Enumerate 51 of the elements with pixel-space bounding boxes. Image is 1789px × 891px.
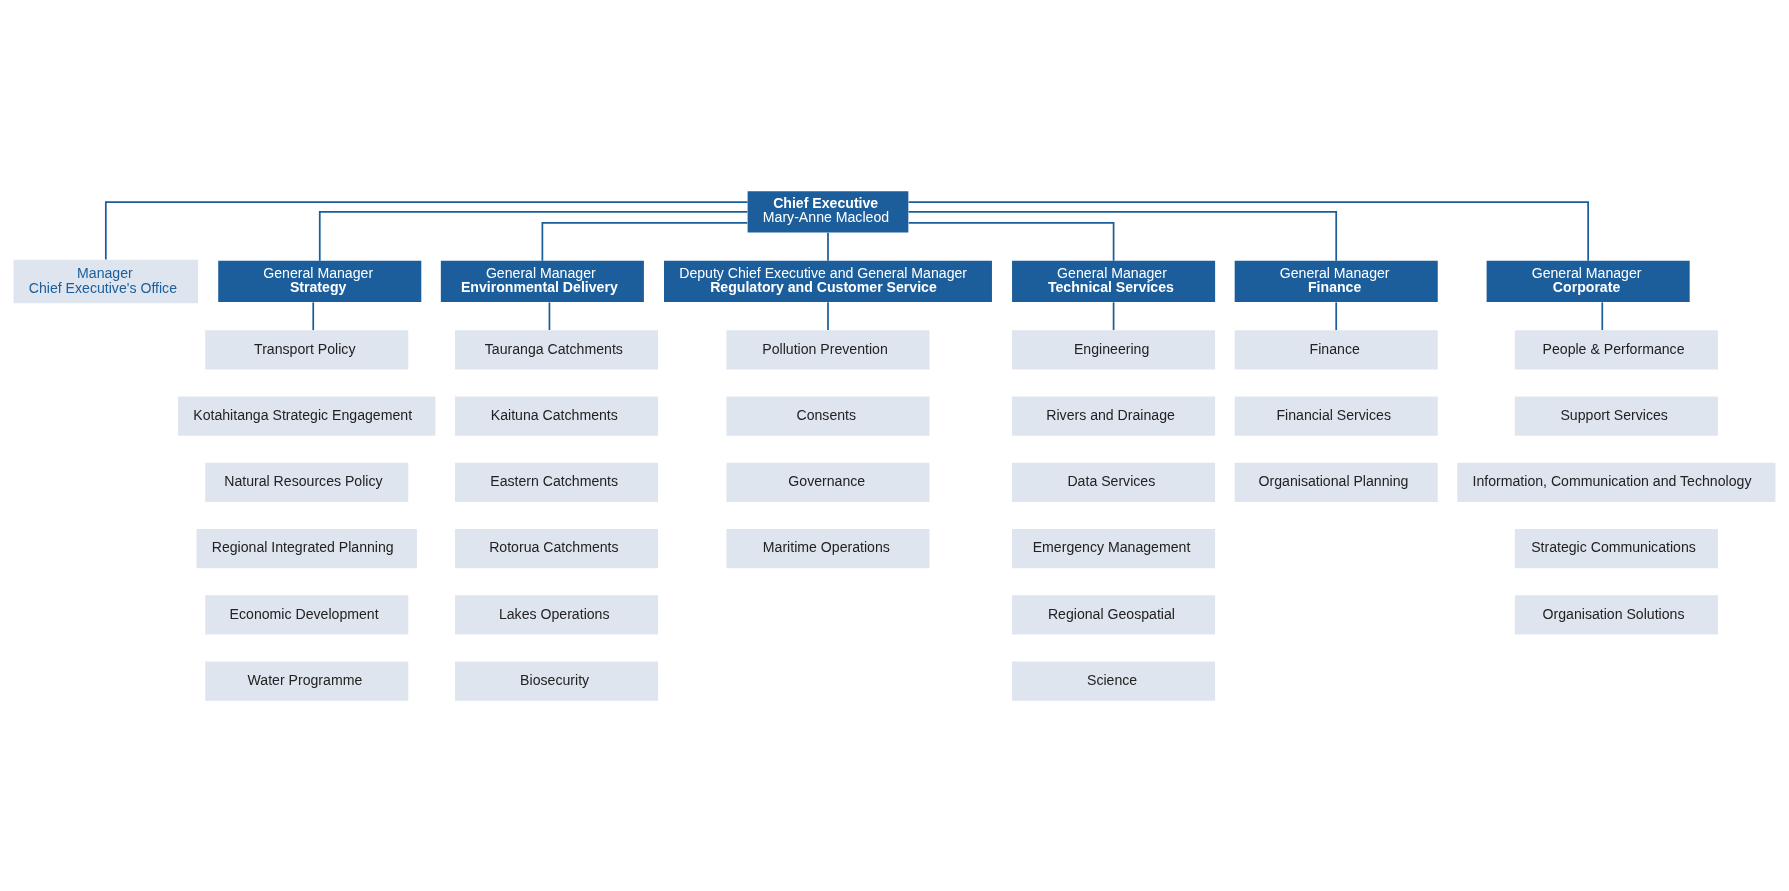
node-box: People & Performance [1514, 329, 1718, 369]
node-box: Organisation Solutions [1514, 594, 1718, 634]
node-box: General Manager Strategy [218, 260, 422, 302]
node-box: Chief Executive Mary-Anne Macleod [747, 190, 909, 233]
connector [1601, 301, 1604, 331]
node-box: Regional Geospatial [1012, 594, 1216, 634]
node-box: Governance [726, 462, 930, 502]
node-box: Financial Services [1234, 396, 1438, 436]
node-box: Regional Integrated Planning [196, 528, 417, 568]
connector [548, 301, 551, 331]
connector [827, 231, 829, 261]
node-box: Consents [726, 396, 930, 436]
connector [1335, 301, 1338, 331]
node-box: Deputy Chief Executive and General Manager Regulatory and Customer Service [664, 260, 992, 302]
node-box: Manager Chief Executive's Office [13, 259, 199, 303]
node-box: Support Services [1514, 396, 1718, 436]
node-box: Science [1012, 661, 1216, 701]
connector [104, 200, 749, 260]
node-box: Strategic Communications [1514, 528, 1718, 568]
node-box: General Manager Corporate [1486, 260, 1690, 302]
node-box: Maritime Operations [726, 528, 930, 568]
connector [541, 221, 749, 261]
node-box: Economic Development [205, 594, 409, 634]
node-box: General Manager Finance [1234, 260, 1438, 302]
node-box: Kotahitanga Strategic Engagement [178, 396, 436, 436]
node-box: Data Services [1012, 462, 1216, 502]
node-box: General Manager Environmental Delivery [440, 260, 644, 302]
node-box: Biosecurity [454, 661, 659, 701]
node-box: Organisational Planning [1234, 462, 1438, 502]
node-box: Pollution Prevention [726, 329, 930, 369]
node-box: Water Programme [205, 661, 409, 701]
connector [312, 301, 315, 331]
connector [907, 221, 1115, 261]
node-box: Finance [1234, 329, 1438, 369]
node-box: Transport Policy [205, 329, 409, 369]
connector [1112, 301, 1115, 331]
node-box: Kaituna Catchments [454, 396, 659, 436]
node-box: Rotorua Catchments [454, 528, 659, 568]
node-box: Rivers and Drainage [1012, 396, 1216, 436]
connector [827, 301, 829, 331]
node-box: Information, Communication and Technology [1457, 462, 1776, 502]
connector [907, 210, 1338, 261]
connector [318, 210, 749, 261]
node-box: General Manager Technical Services [1012, 260, 1216, 302]
node-box: Engineering [1012, 329, 1216, 369]
node-box: Eastern Catchments [454, 462, 659, 502]
node-box: Emergency Management [1012, 528, 1216, 568]
node-box: Lakes Operations [454, 594, 659, 634]
node-box: Tauranga Catchments [454, 329, 659, 369]
node-box: Natural Resources Policy [205, 462, 409, 502]
connector [907, 200, 1589, 261]
